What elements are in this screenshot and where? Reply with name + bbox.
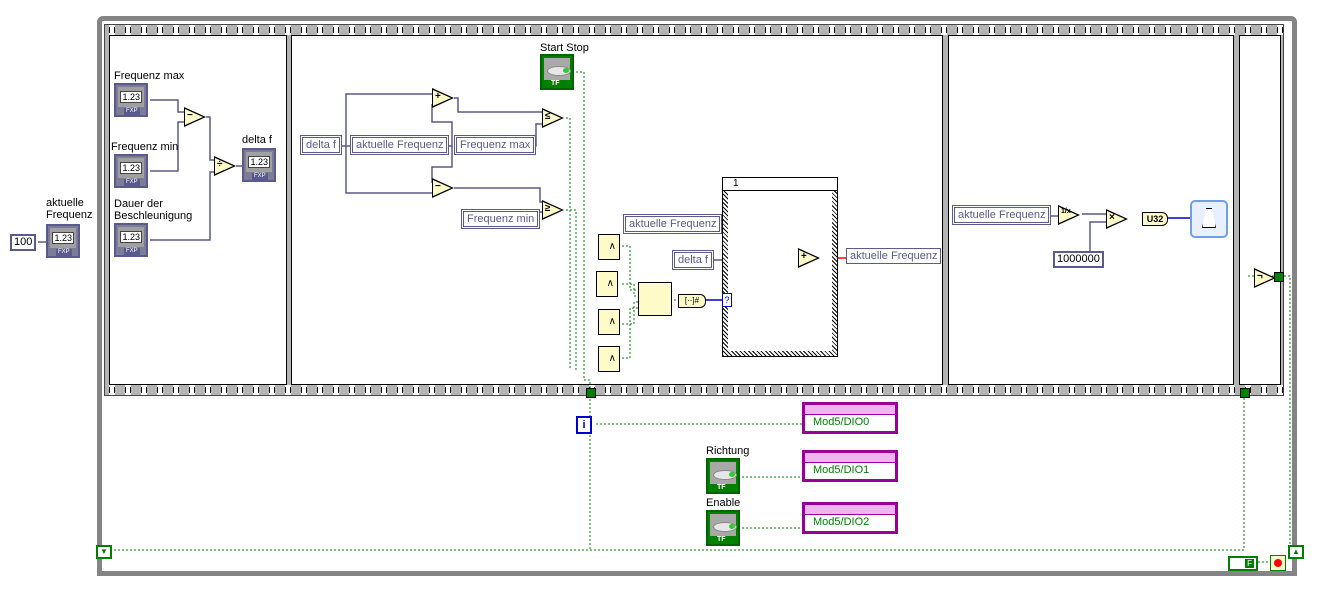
multiply-icon: ×: [1109, 212, 1115, 223]
subtract-node[interactable]: −: [432, 178, 454, 198]
false-value: F: [1245, 559, 1254, 568]
divide-node[interactable]: ÷: [214, 156, 236, 176]
enable-control[interactable]: TF: [706, 510, 740, 546]
case-structure[interactable]: 1: [722, 177, 838, 357]
sequence-frame-3[interactable]: [948, 35, 1234, 385]
control-value: 1.23: [120, 91, 142, 103]
multiply-node[interactable]: ×: [1106, 209, 1128, 229]
dio2-label: Mod5/DIO2: [813, 516, 870, 528]
add-node[interactable]: +: [432, 88, 454, 108]
build-array-node[interactable]: [638, 282, 672, 316]
frequenz-max-label: Frequenz max: [114, 70, 185, 82]
case-selector[interactable]: 1: [723, 178, 837, 191]
metronome-icon: [1202, 208, 1216, 228]
to-u32-node[interactable]: U32: [1142, 212, 1168, 226]
shift-register-left[interactable]: ▼: [96, 545, 112, 559]
greater-equal-node[interactable]: ≥: [542, 200, 564, 220]
constant-100[interactable]: 100: [10, 234, 37, 251]
and-gate-2[interactable]: ∧: [596, 271, 618, 297]
not-icon: ¬: [1257, 271, 1263, 282]
control-value: 1.23: [120, 231, 142, 243]
subtract-icon: −: [435, 181, 441, 192]
fxp-tag: FXP: [56, 249, 72, 256]
led-icon: [713, 470, 737, 480]
dio0-label: Mod5/DIO0: [813, 416, 870, 428]
boolean-array-to-number-node[interactable]: [··]#: [678, 294, 706, 308]
and-gate-4[interactable]: ∧: [598, 346, 620, 372]
case-add-node[interactable]: +: [798, 248, 820, 268]
sequence-frame-4[interactable]: [1239, 35, 1281, 385]
frequenz-min-label: Frequenz min: [111, 141, 179, 153]
local-delta-f[interactable]: delta f: [300, 135, 342, 155]
wait-ms-node[interactable]: [1190, 200, 1228, 238]
less-equal-icon: ≤: [545, 111, 551, 122]
richtung-label: Richtung: [706, 445, 750, 457]
sequence-tunnel: [1274, 272, 1284, 282]
fxp-tag: FXP: [124, 108, 140, 115]
dio2-node[interactable]: Mod5/DIO2: [802, 502, 898, 534]
dio1-label: Mod5/DIO1: [813, 464, 870, 476]
less-equal-node[interactable]: ≤: [542, 108, 564, 128]
local-aktuelle-frequenz-3[interactable]: aktuelle Frequenz: [952, 205, 1052, 225]
add-icon: +: [435, 91, 441, 102]
local-aktuelle-frequenz-2[interactable]: aktuelle Frequenz: [623, 214, 723, 234]
start-stop-control[interactable]: TF: [540, 54, 574, 90]
local-aktuelle-frequenz-out[interactable]: aktuelle Frequenz: [846, 248, 942, 264]
and-gate-1[interactable]: ∧: [598, 234, 620, 260]
divide-icon: ÷: [217, 159, 223, 170]
tf-tag: TF: [551, 80, 560, 87]
dio1-node[interactable]: Mod5/DIO1: [802, 450, 898, 482]
led-icon: [547, 66, 571, 76]
indicator-value: 1.23: [248, 156, 270, 168]
reciprocal-icon: 1/x: [1061, 208, 1071, 215]
local-delta-f-2[interactable]: delta f: [672, 250, 714, 270]
subtract-node[interactable]: −: [184, 107, 206, 127]
stop-icon: [1274, 559, 1282, 567]
fxp-tag: FXP: [124, 248, 140, 255]
subtract-icon: −: [187, 110, 193, 121]
enable-label: Enable: [706, 497, 741, 509]
not-node[interactable]: ¬: [1254, 268, 1276, 288]
while-loop[interactable]: [97, 16, 1297, 576]
start-stop-label: Start Stop: [540, 42, 589, 54]
local-frequenz-max[interactable]: Frequenz max: [454, 135, 537, 155]
aktuelle-frequenz-label: aktuelle Frequenz: [46, 197, 93, 221]
delta-f-label: delta f: [242, 134, 272, 146]
add-icon: +: [801, 251, 807, 262]
greater-equal-icon: ≥: [545, 203, 551, 214]
dio0-node[interactable]: Mod5/DIO0: [802, 402, 898, 434]
led-icon: [713, 522, 737, 532]
sequence-top-strip: [105, 25, 1283, 35]
case-selector-tunnel[interactable]: ?: [722, 293, 732, 307]
and-gate-3[interactable]: ∧: [598, 309, 620, 335]
case-interior: [728, 190, 832, 351]
richtung-control[interactable]: TF: [706, 458, 740, 494]
sequence-bottom-strip: [105, 385, 1283, 395]
tf-tag: TF: [717, 536, 726, 543]
sequence-output-tunnel: [586, 388, 596, 398]
loop-condition-terminal[interactable]: [1270, 555, 1286, 571]
sequence-output-tunnel-2: [1240, 388, 1250, 398]
indicator-value: 1.23: [52, 232, 74, 244]
iteration-terminal[interactable]: i: [576, 416, 592, 434]
false-constant[interactable]: F: [1228, 556, 1258, 571]
constant-1000000[interactable]: 1000000: [1053, 251, 1104, 268]
dauer-label: Dauer der Beschleunigung: [114, 198, 193, 222]
fxp-tag: FXP: [124, 179, 140, 186]
local-frequenz-min[interactable]: Frequenz min: [461, 209, 541, 229]
tf-tag: TF: [717, 484, 726, 491]
reciprocal-node[interactable]: 1/x: [1058, 205, 1080, 225]
control-value: 1.23: [120, 162, 142, 174]
shift-register-right[interactable]: ▲: [1288, 545, 1304, 559]
local-aktuelle-frequenz[interactable]: aktuelle Frequenz: [350, 135, 450, 155]
fxp-tag: FXP: [252, 173, 268, 180]
